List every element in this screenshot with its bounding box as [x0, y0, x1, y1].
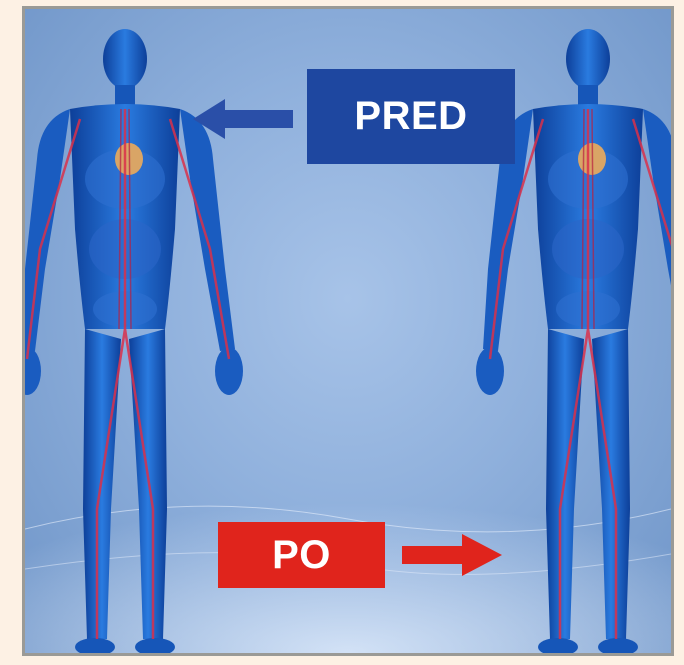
arrow-right-icon	[402, 534, 502, 576]
image-frame: PRED PO	[22, 6, 674, 656]
po-label: PO	[218, 522, 385, 588]
arrow-left-icon	[193, 99, 293, 139]
pred-label: PRED	[307, 69, 515, 164]
